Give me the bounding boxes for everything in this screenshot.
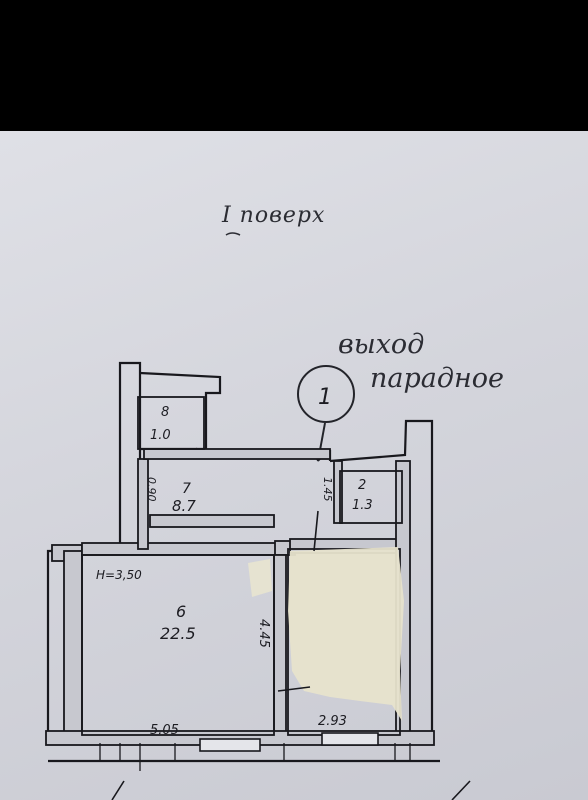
bottom-edge-stroke xyxy=(111,780,125,800)
exit-note-line-1: выход xyxy=(338,329,425,360)
room-6-area: 22.5 xyxy=(160,624,196,643)
dimension-tick xyxy=(277,686,311,692)
correction-paint-patch xyxy=(288,547,404,721)
room-6-depth-dimension: 4.45 xyxy=(256,619,271,648)
room-7-area: 8.7 xyxy=(172,497,196,515)
room-6-number: 6 xyxy=(176,602,186,621)
room-8-area: 1.0 xyxy=(150,428,171,443)
room-8-number: 8 xyxy=(161,405,169,420)
title-underline xyxy=(225,232,241,236)
correction-paint-spot xyxy=(248,559,272,597)
black-top-band xyxy=(0,0,588,131)
entrance-marker-circle xyxy=(297,365,355,423)
room-7-side-dimension: 0.90 xyxy=(145,477,158,502)
floor-plan-drawing: 8 1.0 7 8.7 2 1.3 6 22.5 H=3,50 5.05 2.9… xyxy=(45,232,471,800)
entrance-marker-number: 1 xyxy=(318,385,332,410)
ceiling-height: H=3,50 xyxy=(96,568,142,582)
room-2-number: 2 xyxy=(358,478,366,493)
bottom-edge-stroke-right xyxy=(451,780,471,800)
room-7-number: 7 xyxy=(182,481,191,497)
floor-plan-sheet: I поверх выход парадное xyxy=(0,131,588,800)
corridor-side-dimension: 1.45 xyxy=(321,477,334,502)
floor-title: I поверх xyxy=(222,203,326,228)
wall-ticks xyxy=(99,743,411,771)
right-room-width-dimension: 2.93 xyxy=(318,714,347,729)
exit-note-line-2: парадное xyxy=(370,363,504,394)
room-6-width-dimension: 5.05 xyxy=(150,723,179,738)
entrance-door-mark xyxy=(313,510,319,552)
room-2-area: 1.3 xyxy=(352,498,373,513)
windows xyxy=(199,732,379,752)
